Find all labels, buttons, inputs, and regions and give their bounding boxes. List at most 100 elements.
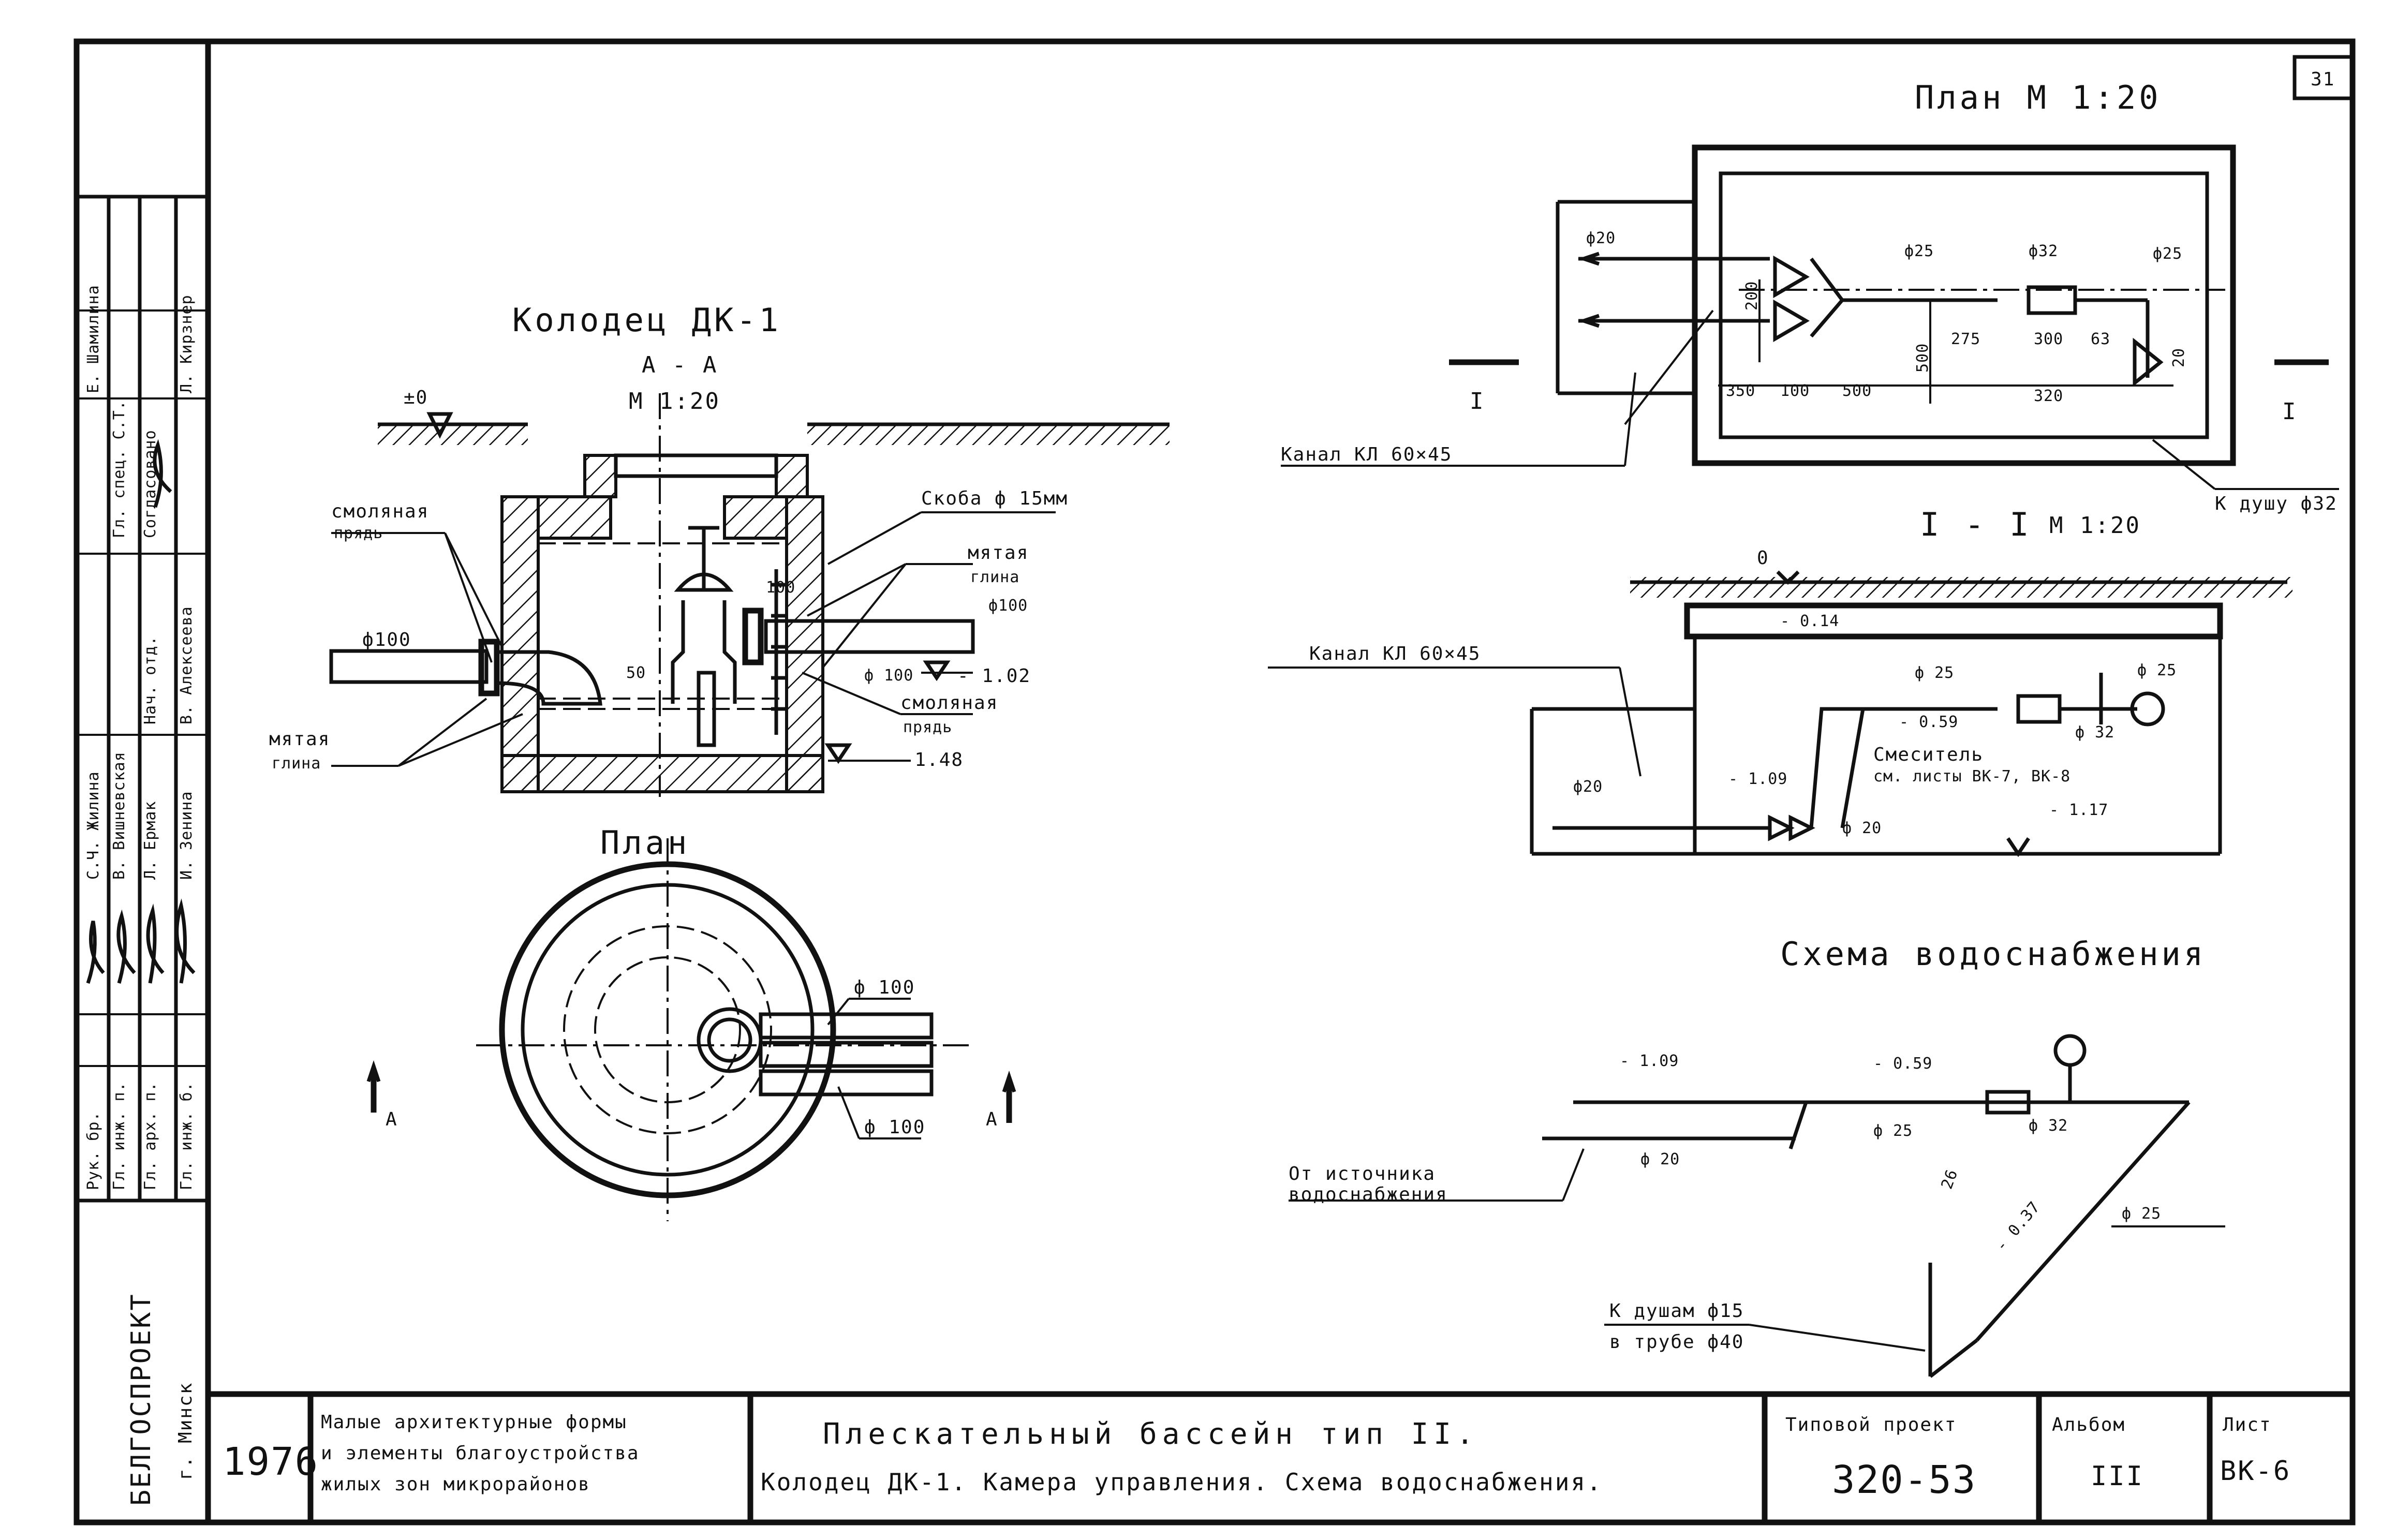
chamber-section-title: I - I (1920, 506, 2032, 543)
well-title: Колодец ДК-1 (512, 301, 781, 339)
label-source-1: От источника (1289, 1163, 1436, 1184)
sheet-label: Лист (2223, 1414, 2272, 1435)
chamber-dim-63: 63 (2091, 330, 2110, 348)
label-mixer-2: см. листы ВК-7, ВК-8 (1873, 767, 2070, 786)
well-level-bottom: - 1.48 (890, 749, 964, 771)
label-clay-right-2: глина (970, 568, 1019, 586)
plan-dim-pipe-bottom: ф 100 (864, 1117, 925, 1138)
agreed-role-2: Гл. спец. С.Т. (110, 400, 128, 538)
dim-vert-100: 100 (766, 579, 795, 597)
chamber-level-zero: 0 (1757, 547, 1769, 569)
well-level-pipe: - 1.02 (957, 665, 1031, 687)
chamber-dim-500h: 500 (1842, 382, 1872, 400)
label-rung: Скоба ф 15мм (921, 488, 1068, 509)
sheet-title-2: Колодец ДК-1. Камера управления. Схема в… (761, 1468, 1603, 1496)
label-channel-plan: Канал КЛ 60×45 (1281, 444, 1452, 465)
chamber-dim-inlet: ф20 (1586, 229, 1616, 247)
chamber-section-drawing (1268, 570, 2293, 857)
chamber-level-valve: - 0.59 (1899, 713, 1958, 731)
label-resin-left-1: смоляная (331, 501, 429, 522)
plan-dim-pipe-top: ф 100 (854, 977, 915, 998)
scheme-dim-25: ф 25 (1873, 1122, 1913, 1140)
chamber-section-scale: М 1:20 (2049, 512, 2141, 539)
well-plan-title: План (600, 824, 690, 862)
chamber-level-low: - 1.09 (1728, 770, 1787, 788)
chamber-dim-500v: 500 (1914, 343, 1932, 373)
scheme-dim-32: ф 32 (2029, 1117, 2068, 1135)
album-title-3: жилых зон микрорайонов (321, 1474, 590, 1495)
plan-section-mark-right: А (986, 1109, 998, 1130)
well-level-zero: ±0 (404, 387, 428, 408)
chamber-dim-200: 200 (1743, 281, 1761, 310)
dim-pipe-right-top: ф100 (988, 597, 1028, 615)
label-showers-1: К душам ф15 (1609, 1300, 1744, 1322)
dim-pipe-left: ф100 (362, 629, 411, 650)
chamber-dim-275: 275 (1951, 330, 1980, 348)
scheme-dim-25b: ф 25 (2122, 1205, 2161, 1223)
label-source-2: водоснабжения (1289, 1184, 1448, 1205)
album-title-1: Малые архитектурные формы (321, 1412, 627, 1433)
chamber-dim-20-sec: ф 20 (1842, 819, 1882, 837)
title-block-grid (307, 1394, 2213, 1522)
chamber-dim-32-sec: ф 32 (2075, 723, 2114, 742)
chamber-dim-25b-sec: ф 25 (2137, 661, 2177, 679)
chamber-level-floor: - 1.17 (2049, 801, 2108, 819)
well-section-mark: А - А (642, 352, 718, 378)
chamber-dim-20: 20 (2170, 348, 2188, 367)
label-to-shower: К душу ф32 (2215, 493, 2338, 514)
title-year: 1976 (223, 1440, 319, 1484)
chamber-dim-300: 300 (2034, 330, 2063, 348)
chamber-plan-title: План М 1:20 (1915, 79, 2162, 116)
org-city: г. Минск (175, 1382, 196, 1480)
stamp-role-2: Гл. инж. п. (110, 1082, 128, 1190)
album-label: Альбом (2052, 1414, 2125, 1435)
chamber-plan-drawing (1281, 144, 2339, 490)
project-label: Типовой проект (1785, 1414, 1957, 1435)
label-clay-left-1: мятая (269, 729, 330, 750)
chamber-dim-350: 350 (1726, 382, 1755, 400)
chamber-dim-20b-sec: ф20 (1573, 778, 1603, 796)
chamber-dim-25b: ф25 (2153, 245, 2182, 263)
agreed-name-2: Е. Шамилина (84, 285, 102, 393)
scheme-level-low: - 1.09 (1620, 1052, 1679, 1070)
label-clay-right-1: мятая (968, 542, 1029, 564)
scheme-level-diag: - 0.37 (1992, 1198, 2044, 1255)
album-title-2: и элементы благоустройства (321, 1443, 640, 1464)
scheme-dim-26: 26 (1938, 1167, 1962, 1192)
plan-section-mark-left: А (386, 1109, 398, 1130)
scheme-level-valve: - 0.59 (1873, 1055, 1932, 1073)
label-resin-right-2: прядь (903, 718, 952, 736)
stamp-name-2: В. Вишневская (110, 751, 128, 880)
corner-number-box (2293, 55, 2355, 100)
stamp-name-3: Л. Ермак (141, 801, 159, 880)
stamp-role-3: Гл. арх. п. (141, 1082, 159, 1190)
chamber-dim-25-sec: ф 25 (1915, 664, 1954, 682)
org-name: БЕЛГОСПРОЕКТ (126, 1293, 157, 1506)
project-number: 320-53 (1832, 1458, 1976, 1502)
water-scheme-drawing (1289, 1034, 2225, 1378)
album-number: III (2091, 1461, 2144, 1492)
label-resin-right-1: смоляная (900, 692, 998, 714)
chamber-section-mark-right: I (2282, 398, 2298, 425)
dim-small-50: 50 (626, 664, 646, 682)
scheme-dim-20: ф 20 (1640, 1150, 1680, 1168)
stamp-column-grid (77, 195, 208, 1203)
sheet-number: ВК-6 (2220, 1456, 2291, 1487)
chamber-dim-320: 320 (2034, 387, 2063, 405)
chamber-level-top: - 0.14 (1780, 612, 1839, 630)
well-section-drawing (329, 393, 1170, 797)
scheme-title: Схема водоснабжения (1780, 935, 2206, 973)
chamber-dim-100: 100 (1780, 382, 1810, 400)
chamber-section-mark-left: I (1470, 388, 1485, 414)
stamp-name-5: В. Алексеева (178, 606, 196, 724)
chamber-dim-32: ф32 (2029, 242, 2058, 260)
stamp-role-4: Гл. инж. б. (178, 1082, 196, 1190)
corner-number: 31 (2311, 69, 2335, 90)
label-showers-2: в трубе ф40 (1609, 1331, 1744, 1353)
label-resin-left-2: прядь (334, 524, 383, 542)
label-clay-left-2: глина (272, 754, 321, 773)
well-scale: М 1:20 (629, 388, 720, 414)
signature-marks (86, 439, 196, 984)
